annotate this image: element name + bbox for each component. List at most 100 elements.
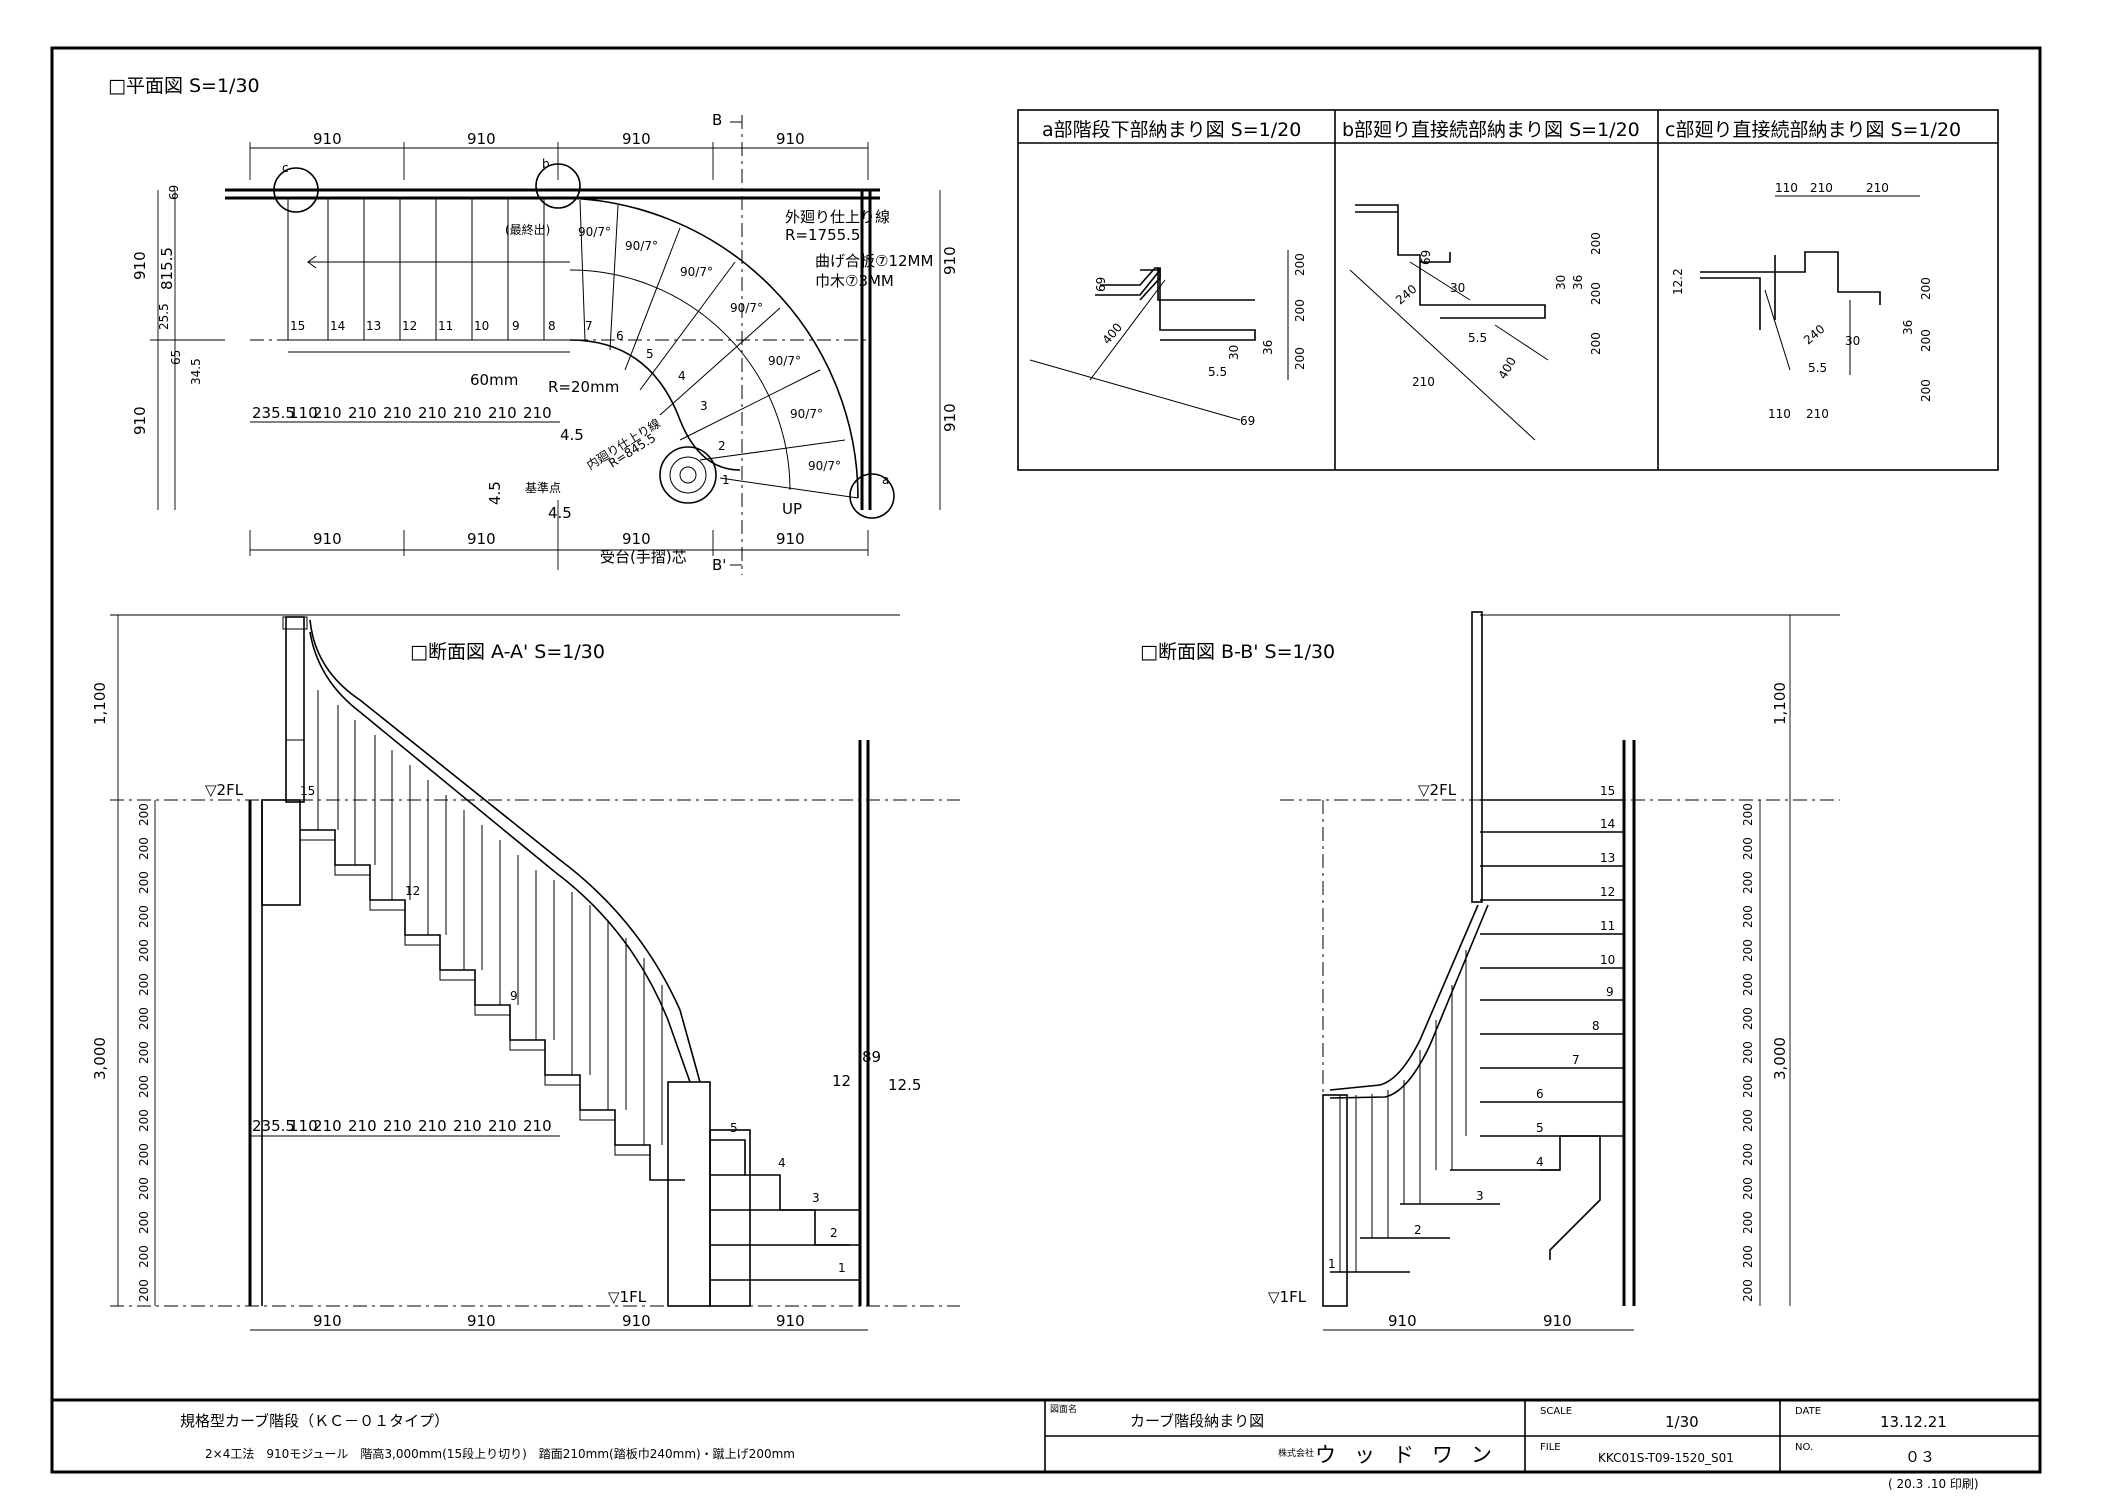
detail-a-dim: 400 [1100,320,1125,347]
section-a-bottom-dim: 910 [467,1312,496,1330]
detail-b-dim: 5.5 [1468,331,1487,345]
section-a-step: 5 [730,1121,738,1135]
up-label: UP [782,500,802,518]
section-b-bottom-dim: 910 [1388,1312,1417,1330]
no-label: NO. [1795,1442,1813,1453]
detail-mark-a: a [882,473,889,487]
plan-title: □平面図 S=1/30 [108,75,260,97]
detail-c-dim: 12.2 [1671,268,1685,295]
print-note: ( 20.3 .10 印刷) [1888,1477,1979,1491]
no-value: ０３ [1905,1448,1935,1466]
detail-b-title: b部廻り直接続部納まり図 S=1/20 [1342,119,1640,141]
r20-label: R=20mm [548,378,619,396]
skirting-label: 巾木⑦3MM [815,272,894,290]
detail-a-title: a部階段下部納まり図 S=1/20 [1042,119,1301,141]
plan-step-number: 15 [290,319,305,333]
section-b-step: 4 [1536,1155,1544,1169]
plan-tread-dim: 210 [383,404,412,422]
plan-tread-dim: 235.5 [252,404,295,422]
detail-a-dim: 200 [1293,253,1307,276]
section-b-fl1: ▽1FL [1268,1288,1307,1306]
section-a-step: 2 [830,1226,838,1240]
section-b-height: 3,000 [1771,1037,1789,1080]
plan-step-number: 8 [548,319,556,333]
section-b-step: 10 [1600,953,1615,967]
section-a-riser: 200 [137,871,151,894]
detail-b-dim: 200 [1589,232,1603,255]
section-b-riser: 200 [1741,973,1755,996]
section-a-tread-dim: 210 [523,1117,552,1135]
section-a-step: 1 [838,1261,846,1275]
detail-b-dim: 200 [1589,332,1603,355]
w60-label: 60mm [470,371,518,389]
detail-c-dim: 110 [1768,407,1791,421]
section-b-riser: 200 [1741,803,1755,826]
plan-left-dim: 815.5 [158,247,176,290]
section-a-riser: 200 [137,1177,151,1200]
section-a-riser: 200 [137,1143,151,1166]
section-a-fl1: ▽1FL [608,1288,647,1306]
section-a-step: 12 [405,884,420,898]
plan-tread-dim: 210 [523,404,552,422]
angle-label: 90/7° [578,225,611,239]
floor-out-label: (最終出) [505,222,550,237]
detail-b-dim: 400 [1495,355,1519,382]
plan-bottom-dim: 910 [776,530,805,548]
plan-tread-dim: 210 [488,404,517,422]
file-value: KKC01S-T09-1520_S01 [1598,1451,1734,1465]
section-b-bottom-dim: 910 [1543,1312,1572,1330]
angle-label: 90/7° [730,301,763,315]
detail-a-dim: 69 [1094,277,1108,292]
plan-tread-dim: 210 [418,404,447,422]
section-b-step: 6 [1536,1087,1544,1101]
section-b-riser: 200 [1741,1245,1755,1268]
scale-label: SCALE [1540,1406,1572,1417]
section-a-height: 3,000 [91,1037,109,1080]
section-b: □断面図 B-B' S=1/30 ▽2FL ▽1FL [1140,611,1840,1331]
section-b-riser: 200 [1741,871,1755,894]
angle-label: 90/7° [680,265,713,279]
date-label: DATE [1795,1406,1821,1417]
detail-b-dim: 200 [1589,282,1603,305]
section-a-riser: 200 [137,905,151,928]
plan-top-dim: 910 [622,130,651,148]
plan-step-number: 7 [585,319,593,333]
plan-tread-dim: 210 [313,404,342,422]
drawing-name-label: 図面名 [1050,1403,1077,1415]
section-b-step: 2 [1414,1223,1422,1237]
section-a-riser: 200 [137,973,151,996]
detail-c-dim: 200 [1919,379,1933,402]
section-a-tread-dim: 210 [453,1117,482,1135]
detail-b-dim: 30 [1554,275,1568,290]
detail-c-dim: 200 [1919,329,1933,352]
detail-b-dim: 210 [1412,375,1435,389]
section-b-step: 8 [1592,1019,1600,1033]
section-a-step: 3 [812,1191,820,1205]
section-a-tread-dim: 110 [289,1117,318,1135]
plan-view: □平面図 S=1/30 910 910 910 910 [108,75,959,575]
section-a-bottom-dim: 910 [776,1312,805,1330]
plan-step-number: 4 [678,369,686,383]
section-b-riser: 200 [1741,1177,1755,1200]
section-a-fl2: ▽2FL [205,781,244,799]
section-b-step: 12 [1600,885,1615,899]
section-a: □断面図 A-A' S=1/30 ▽2FL ▽1FL 12 89 12.5 [91,614,960,1331]
plan-step-number: 10 [474,319,489,333]
section-b-riser: 200 [1741,1075,1755,1098]
plan-tread-dim: 210 [348,404,377,422]
handrail-center-label: 受台(手摺)芯 [600,548,687,566]
file-label: FILE [1540,1442,1561,1453]
plan-left-dim: 34.5 [189,358,203,385]
section-a-riser: 200 [137,1211,151,1234]
section-b-step: 14 [1600,817,1615,831]
plan-step-number: 13 [366,319,381,333]
section-a-riser: 200 [137,1279,151,1302]
plan-left-dim: 69 [167,185,181,200]
base-point-label: 基準点 [525,480,561,495]
detail-c-dim: 240 [1801,322,1828,347]
section-a-step: 4 [778,1156,786,1170]
detail-mark-b: b [542,157,550,171]
outer-radius-label: R=1755.5 [785,226,860,244]
detail-c-dim: 30 [1845,334,1860,348]
